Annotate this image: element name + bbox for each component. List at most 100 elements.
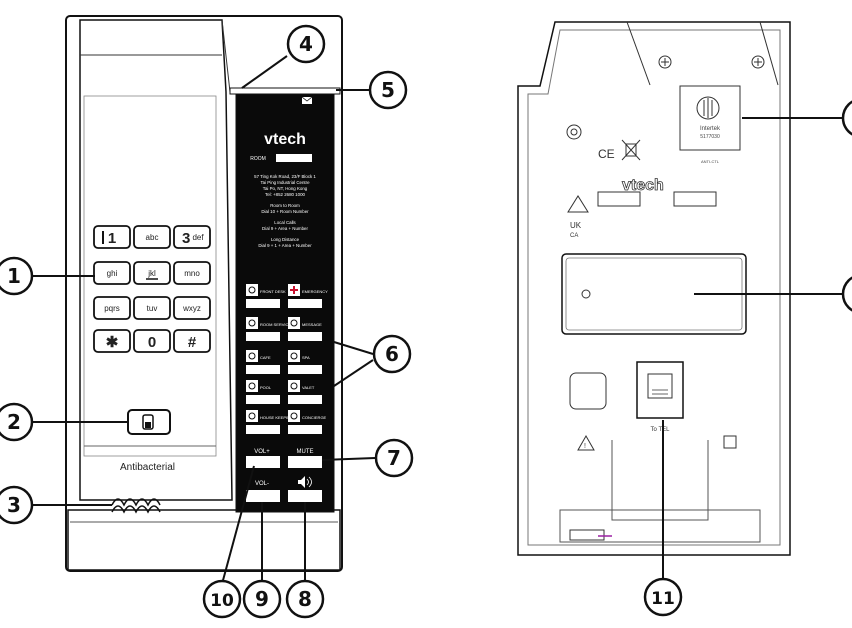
keypad-key[interactable]	[173, 225, 211, 249]
keypad-key[interactable]	[93, 261, 131, 285]
service-key-label: CONCIERGE	[302, 415, 327, 420]
uk-mark-2: CA	[570, 233, 578, 239]
handset	[79, 19, 233, 501]
message-icon	[288, 317, 300, 329]
address-line: 57 Ting Kok Road, 23/F Block 1	[254, 174, 316, 179]
service-key-label: SPA	[302, 355, 310, 360]
certification-label	[679, 85, 741, 151]
cafe-icon	[246, 350, 258, 362]
keypad-key[interactable]	[93, 329, 131, 353]
vol-down-label: VOL-	[255, 481, 269, 487]
room-label: ROOM	[250, 156, 266, 162]
callout-number: 3	[7, 493, 21, 517]
keypad-key[interactable]	[93, 296, 131, 320]
service-key-front-desk[interactable]: FRONT DESK	[246, 284, 286, 308]
service-key-button[interactable]	[288, 395, 322, 404]
key-letters: jkl	[147, 269, 156, 278]
keypad-key[interactable]	[133, 261, 171, 285]
uk-mark-1: UK	[570, 221, 582, 230]
service-key-button[interactable]	[288, 425, 322, 434]
service-key-label: POOL	[260, 385, 272, 390]
weee-bin-icon	[621, 139, 641, 161]
service-key-pool[interactable]: POOL	[246, 380, 280, 404]
key-letters: abc	[146, 233, 159, 242]
callout-number: 11	[651, 589, 675, 609]
callout-number: 8	[298, 587, 312, 611]
label-number: 5177030	[700, 134, 720, 140]
speaker-key[interactable]	[288, 490, 322, 502]
service-key-label: MESSAGE	[302, 322, 322, 327]
service-key-room-service[interactable]: ROOM SERVICE	[246, 317, 291, 341]
service-key-emergency[interactable]: EMERGENCY	[288, 284, 328, 308]
callout-number: 9	[255, 587, 269, 611]
keypad-key[interactable]	[173, 261, 211, 285]
callout-number: 4	[299, 32, 313, 56]
front-base	[67, 509, 341, 571]
callout-3: 3	[0, 485, 34, 525]
pool-icon	[246, 380, 258, 392]
service-key-button[interactable]	[246, 332, 280, 341]
callout-number: 6	[385, 342, 399, 366]
service-key-cafe[interactable]: CAFE	[246, 350, 280, 374]
service-key-housekeeping[interactable]: HOUSE KEEPING	[246, 410, 293, 434]
callout-4: 4	[286, 24, 326, 64]
key-letters: ghi	[107, 269, 118, 278]
service-key-label: FRONT DESK	[260, 289, 286, 294]
service-key-button[interactable]	[246, 365, 280, 374]
key-letters: pqrs	[104, 304, 120, 313]
front-desk-icon	[246, 284, 258, 296]
service-key-button[interactable]	[288, 299, 322, 308]
service-key-label: VALET	[302, 385, 315, 390]
callout-number: 1	[7, 264, 21, 288]
service-key-label: HOUSE KEEPING	[260, 415, 293, 420]
address-line: Dial 10 + Room Number	[261, 209, 309, 214]
key-letters: tuv	[147, 304, 158, 313]
service-key-button[interactable]	[246, 395, 280, 404]
mute-label: MUTE	[297, 449, 314, 455]
service-key-button[interactable]	[246, 425, 280, 434]
vol-down-key[interactable]	[246, 490, 280, 502]
screw-icons	[566, 55, 765, 140]
callout-9: 9	[242, 579, 282, 619]
key-digit: ✱	[106, 334, 119, 351]
address-line: Dial 9 + 1 + Area + Number	[258, 243, 312, 248]
address-line: Room to Room	[270, 203, 300, 208]
mute-key[interactable]	[288, 456, 322, 468]
callout-number: 10	[210, 591, 234, 611]
keypad-key[interactable]	[173, 296, 211, 320]
service-key-button[interactable]	[288, 365, 322, 374]
svg-text:!: !	[584, 443, 586, 450]
callout-5: 5	[368, 70, 408, 110]
key-digit: 3	[182, 230, 190, 247]
callout-11: 11	[643, 577, 683, 617]
keypad-key[interactable]	[133, 296, 171, 320]
service-key-button[interactable]	[288, 332, 322, 341]
service-key-message[interactable]: MESSAGE	[288, 317, 322, 341]
service-key-spa[interactable]: SPA	[288, 350, 322, 374]
service-key-concierge[interactable]: CONCIERGE	[288, 410, 327, 434]
address-line: Dial 9 + Area + Number	[262, 226, 308, 231]
callout-number: 5	[381, 78, 395, 102]
service-key-button[interactable]	[246, 299, 280, 308]
address-line: Local Calls	[274, 220, 296, 225]
concierge-icon	[288, 410, 300, 422]
back-phone: Intertek 5177030 ANTI-CTL CE vtech UK CA…	[517, 21, 791, 556]
callouts	[30, 55, 852, 585]
handset-icon	[142, 414, 154, 430]
offscreen-callouts	[841, 100, 852, 312]
callout-8: 8	[285, 579, 325, 619]
vol-up-key[interactable]	[246, 456, 280, 468]
address-line: Tai Po, NT, Hong Kong	[263, 186, 308, 191]
keypad-key[interactable]	[133, 225, 171, 249]
keypad-key[interactable]	[173, 329, 211, 353]
service-key-valet[interactable]: VALET	[288, 380, 322, 404]
room-service-icon	[246, 317, 258, 329]
callout-10: 10	[202, 579, 242, 619]
key-letters: def	[192, 233, 204, 242]
callout-1: 1	[0, 256, 34, 296]
keypad-key[interactable]	[133, 329, 171, 353]
